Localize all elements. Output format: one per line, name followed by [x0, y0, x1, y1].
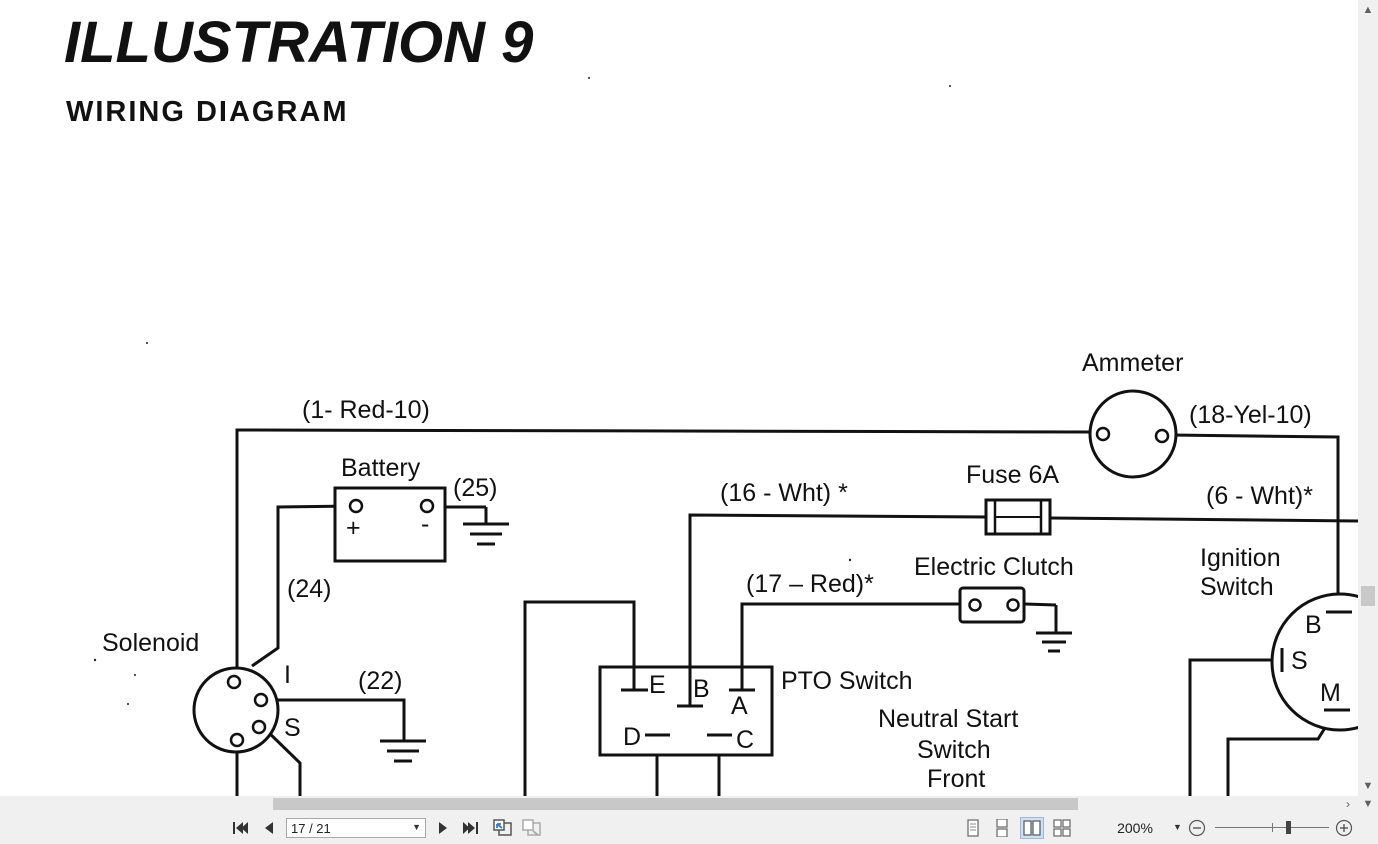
page-title: ILLUSTRATION 9: [64, 10, 533, 75]
first-page-icon[interactable]: [231, 818, 249, 838]
document-viewport[interactable]: ILLUSTRATION 9 WIRING DIAGRAM: [0, 0, 1358, 796]
ground-symbol: [1036, 631, 1072, 653]
cover-page-view-icon[interactable]: [1050, 817, 1074, 839]
fuse-symbol: [984, 498, 1052, 536]
solenoid-label: Solenoid: [102, 629, 199, 657]
vertical-scroll-thumb[interactable]: [1361, 586, 1375, 606]
pto-switch-label: PTO Switch: [781, 667, 913, 695]
wire-24-label: (24): [287, 575, 331, 603]
facing-pages-view-icon[interactable]: [1020, 817, 1044, 839]
neutral-start-label-line3: Front: [927, 765, 985, 793]
solenoid-terminal-i: I: [284, 661, 291, 689]
wire-6-wht-label: (6 - Wht)*: [1206, 482, 1313, 510]
pto-terminal-d: D: [623, 723, 641, 751]
scroll-down-icon[interactable]: ▼: [1362, 780, 1374, 792]
battery-minus-label: -: [421, 510, 429, 538]
chevron-down-icon[interactable]: ▼: [1173, 822, 1182, 832]
ammeter-symbol: [1088, 389, 1178, 479]
electric-clutch-label: Electric Clutch: [914, 553, 1074, 581]
page-subtitle: WIRING DIAGRAM: [66, 96, 349, 128]
battery-plus-label: +: [346, 514, 361, 542]
wire-25-label: (25): [453, 474, 497, 502]
ground-symbol: [380, 739, 426, 763]
page-number-select[interactable]: 17 / 21 ▼: [286, 818, 426, 838]
ignition-switch-label-line1: Ignition: [1200, 544, 1281, 572]
ignition-switch-label-line2: Switch: [1200, 573, 1274, 601]
pto-terminal-b: B: [693, 675, 710, 703]
wire-17-red-label: (17 – Red)*: [746, 570, 874, 598]
pto-terminal-c: C: [736, 726, 754, 754]
ignition-terminal-b: B: [1305, 611, 1322, 639]
solenoid-terminal-s: S: [284, 714, 301, 742]
bottom-toolbar: 17 / 21 ▼ 200% ▼: [0, 812, 1378, 844]
scan-specks: [93, 77, 951, 711]
neutral-start-label-line2: Switch: [917, 736, 991, 764]
zoom-level[interactable]: 200%: [1117, 820, 1153, 836]
last-page-icon[interactable]: [462, 818, 480, 838]
wiring-diagram-page: ILLUSTRATION 9 WIRING DIAGRAM: [64, 10, 1358, 796]
continuous-view-icon[interactable]: [990, 817, 1014, 839]
chevron-down-icon: ▼: [412, 822, 421, 832]
neutral-start-label-line1: Neutral Start: [878, 705, 1018, 733]
previous-page-icon[interactable]: [262, 818, 276, 838]
single-page-view-icon[interactable]: [961, 817, 985, 839]
zoom-in-icon[interactable]: [1334, 818, 1354, 838]
pto-switch-symbol: [598, 665, 774, 757]
zoom-out-icon[interactable]: [1187, 818, 1207, 838]
ignition-switch-symbol: [1270, 592, 1358, 732]
next-view-icon[interactable]: [521, 818, 543, 838]
wire-16-wht-label: (16 - Wht) *: [720, 479, 848, 507]
ground-symbol: [463, 522, 509, 546]
wire-1-red-10-label: (1- Red-10): [302, 396, 430, 424]
pto-terminal-e: E: [649, 671, 666, 699]
ignition-terminal-m: M: [1320, 679, 1341, 707]
battery-symbol: [333, 486, 447, 563]
electric-clutch-symbol: [958, 586, 1026, 624]
pto-terminal-a: A: [731, 692, 748, 720]
scroll-up-icon[interactable]: ▲: [1362, 4, 1374, 16]
vertical-scrollbar[interactable]: ▲ ▼: [1358, 0, 1378, 796]
ignition-terminal-s: S: [1291, 647, 1308, 675]
scroll-right-icon[interactable]: ›: [1346, 797, 1350, 811]
page-indicator: 17 / 21: [291, 820, 331, 836]
zoom-slider-tick: [1272, 823, 1273, 832]
horizontal-scrollbar[interactable]: ›: [0, 796, 1358, 812]
solenoid-symbol: [192, 666, 280, 754]
zoom-slider-handle[interactable]: [1286, 821, 1291, 834]
battery-label: Battery: [341, 454, 421, 482]
wire-18-yel-10-label: (18-Yel-10): [1189, 401, 1312, 429]
next-page-icon[interactable]: [436, 818, 450, 838]
ammeter-label: Ammeter: [1082, 349, 1183, 377]
fuse-label: Fuse 6A: [966, 461, 1059, 489]
wire-22-label: (22): [358, 667, 402, 695]
scroll-down-corner-icon[interactable]: ▼: [1358, 796, 1378, 812]
horizontal-scroll-thumb[interactable]: [273, 798, 1078, 810]
previous-view-icon[interactable]: [492, 818, 514, 838]
